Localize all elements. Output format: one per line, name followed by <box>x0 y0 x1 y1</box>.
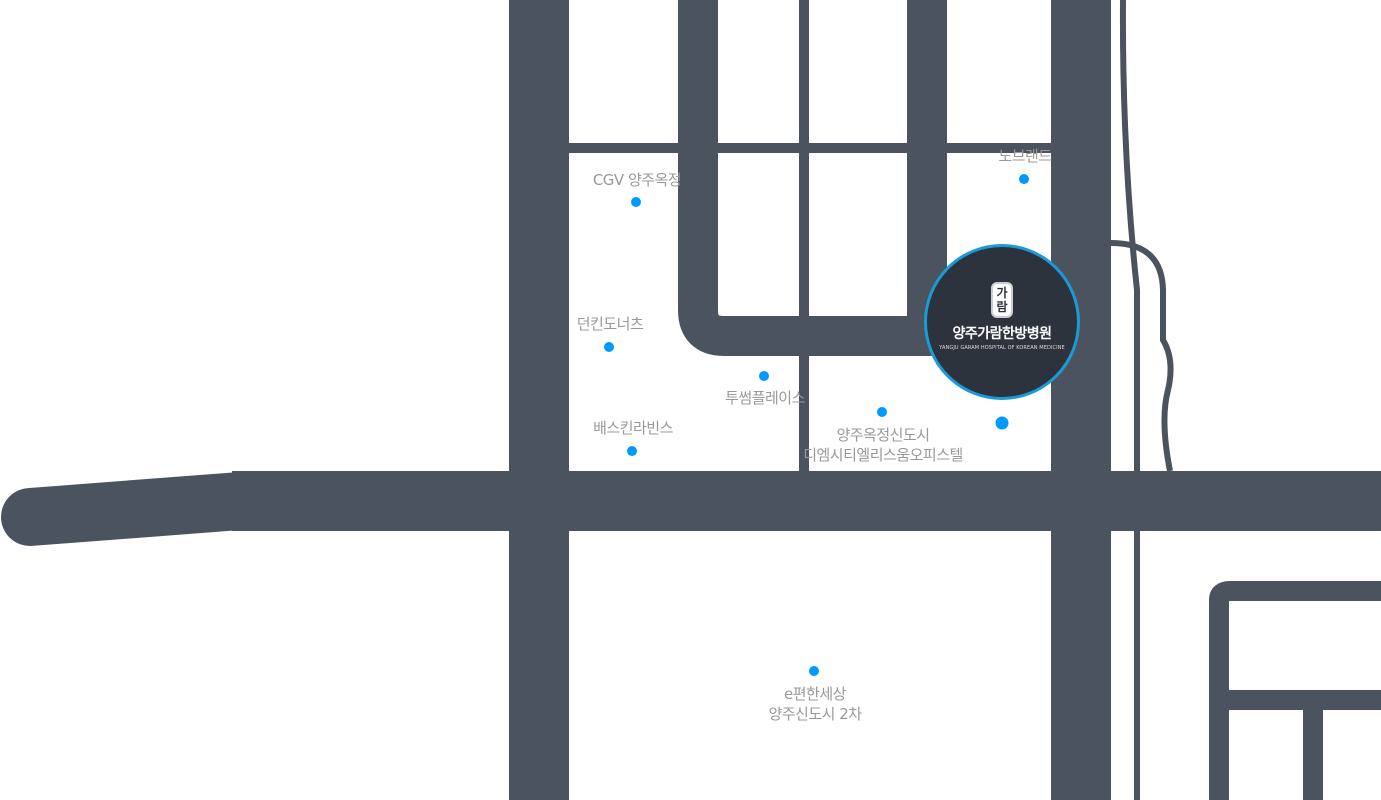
poi-label: 노브랜드 <box>998 147 1052 165</box>
road <box>1229 690 1381 710</box>
poi-label: CGV 양주옥정 <box>592 171 682 189</box>
hospital-marker[interactable]: 가람 양주가람한방병원 YANGJU GARAM HOSPITAL OF KOR… <box>924 244 1080 400</box>
hospital-name: 양주가람한방병원 <box>952 326 1052 342</box>
poi-label: 배스킨라빈스 <box>593 419 673 437</box>
road <box>509 0 569 800</box>
road <box>799 0 809 471</box>
road <box>1 472 269 546</box>
road <box>678 0 940 356</box>
road <box>1051 0 1111 800</box>
poi-label-line: 양주옥정신도시 <box>836 426 930 444</box>
road <box>1209 581 1381 800</box>
poi-label: 투썸플레이스 <box>725 389 805 407</box>
hospital-logo: 가람 <box>991 282 1013 318</box>
road <box>1110 240 1174 472</box>
road <box>232 471 1381 531</box>
poi-dot[interactable] <box>627 446 637 456</box>
poi-label: 던킨도너츠 <box>576 315 644 333</box>
road <box>1303 710 1323 800</box>
poi-label-line: 디엠시티엘리스움오피스텔 <box>803 446 963 464</box>
poi-dot[interactable] <box>877 407 887 417</box>
logo-text: 가람 <box>996 286 1008 314</box>
poi-label-line: 양주신도시 2차 <box>768 705 862 723</box>
poi-dot[interactable] <box>809 666 819 676</box>
rail <box>1119 0 1140 800</box>
poi-dot[interactable] <box>631 197 641 207</box>
road <box>569 143 1051 153</box>
poi-dot[interactable] <box>759 371 769 381</box>
poi-label-line: e편한세상 <box>784 685 846 703</box>
hospital-location-dot[interactable] <box>995 416 1009 430</box>
poi-dot[interactable] <box>604 342 614 352</box>
poi-dot[interactable] <box>1019 174 1029 184</box>
hospital-subtitle: YANGJU GARAM HOSPITAL OF KOREAN MEDICINE <box>939 345 1065 351</box>
